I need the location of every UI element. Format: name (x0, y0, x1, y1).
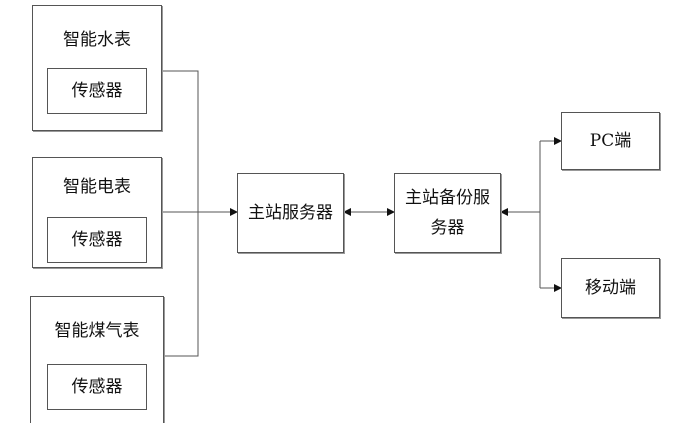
main-server-label: 主站服务器 (248, 203, 333, 223)
electric-meter-title: 智能电表 (63, 177, 131, 197)
main-server-box: 主站服务器 (237, 173, 344, 253)
gas-meter-sensor-box: 传感器 (47, 364, 147, 410)
mobile-client-box: 移动端 (561, 258, 660, 318)
gas-meter-title: 智能煤气表 (54, 321, 140, 341)
backup-server-box: 主站备份服务器 (394, 173, 501, 253)
water-meter-box: 智能水表 传感器 (32, 5, 162, 131)
water-meter-line (162, 70, 199, 357)
pc-client-label: PC端 (589, 131, 632, 151)
electric-meter-box: 智能电表 传感器 (32, 157, 162, 268)
water-meter-sensor-label: 传感器 (71, 81, 123, 101)
backup-server-label: 主站备份服务器 (405, 188, 490, 238)
gas-meter-box: 智能煤气表 传感器 (30, 296, 164, 423)
water-meter-title: 智能水表 (63, 30, 131, 50)
mobile-client-label: 移动端 (585, 278, 636, 298)
pc-client-box: PC端 (561, 112, 660, 170)
gas-meter-sensor-label: 传感器 (71, 377, 123, 397)
electric-meter-sensor-label: 传感器 (71, 230, 123, 250)
electric-meter-sensor-box: 传感器 (47, 217, 147, 263)
water-meter-sensor-box: 传感器 (47, 68, 147, 114)
